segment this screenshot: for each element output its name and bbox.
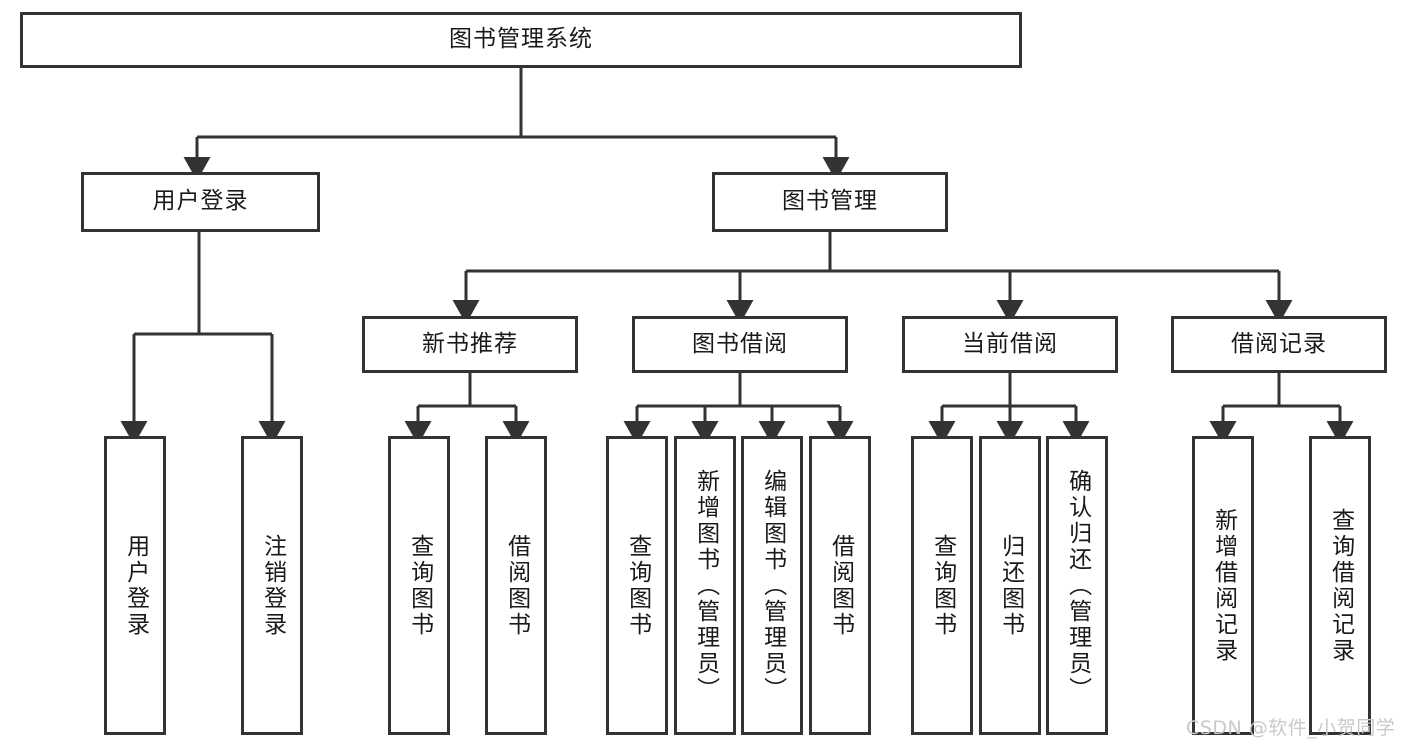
leaf-query-book-2-label: 查询图书 [624, 533, 651, 638]
node-borrow-record-label: 借阅记录 [1231, 330, 1327, 357]
node-current-borrow-label: 当前借阅 [962, 330, 1058, 357]
leaf-user-login[interactable]: 用户登录 [104, 436, 166, 735]
leaf-borrow-book-1[interactable]: 借阅图书 [485, 436, 547, 735]
node-book-borrow[interactable]: 图书借阅 [632, 316, 848, 373]
leaf-confirm-return-label: 确认归还（管理员） [1064, 468, 1091, 703]
leaf-query-book-1-label: 查询图书 [406, 533, 433, 638]
leaf-confirm-return[interactable]: 确认归还（管理员） [1046, 436, 1108, 735]
node-new-book-recommend-label: 新书推荐 [422, 330, 518, 357]
leaf-query-record[interactable]: 查询借阅记录 [1309, 436, 1371, 735]
leaf-query-book-1[interactable]: 查询图书 [388, 436, 450, 735]
node-book-management-label: 图书管理 [782, 188, 878, 215]
leaf-logout-label: 注销登录 [259, 533, 286, 638]
node-book-borrow-label: 图书借阅 [692, 330, 788, 357]
leaf-query-record-label: 查询借阅记录 [1327, 507, 1354, 664]
leaf-return-book[interactable]: 归还图书 [979, 436, 1041, 735]
leaf-query-book-2[interactable]: 查询图书 [606, 436, 668, 735]
csdn-watermark: CSDN @软件_小贺同学 [1186, 717, 1396, 739]
leaf-borrow-book-1-label: 借阅图书 [503, 533, 530, 638]
node-new-book-recommend[interactable]: 新书推荐 [362, 316, 578, 373]
leaf-return-book-label: 归还图书 [997, 533, 1024, 638]
node-current-borrow[interactable]: 当前借阅 [902, 316, 1118, 373]
leaf-add-record[interactable]: 新增借阅记录 [1192, 436, 1254, 735]
leaf-logout[interactable]: 注销登录 [241, 436, 303, 735]
node-book-management[interactable]: 图书管理 [712, 172, 948, 232]
leaf-add-book-label: 新增图书（管理员） [692, 468, 719, 703]
node-user-login-label: 用户登录 [152, 188, 249, 215]
node-root[interactable]: 图书管理系统 [20, 12, 1022, 68]
leaf-query-book-3-label: 查询图书 [929, 533, 956, 638]
leaf-query-book-3[interactable]: 查询图书 [911, 436, 973, 735]
node-borrow-record[interactable]: 借阅记录 [1171, 316, 1387, 373]
leaf-user-login-label: 用户登录 [122, 533, 149, 638]
leaf-borrow-book-2-label: 借阅图书 [827, 533, 854, 638]
leaf-edit-book[interactable]: 编辑图书（管理员） [741, 436, 803, 735]
leaf-add-book[interactable]: 新增图书（管理员） [674, 436, 736, 735]
node-user-login[interactable]: 用户登录 [81, 172, 320, 232]
leaf-add-record-label: 新增借阅记录 [1210, 507, 1237, 664]
node-root-label: 图书管理系统 [449, 26, 593, 53]
leaf-edit-book-label: 编辑图书（管理员） [759, 468, 786, 703]
leaf-borrow-book-2[interactable]: 借阅图书 [809, 436, 871, 735]
